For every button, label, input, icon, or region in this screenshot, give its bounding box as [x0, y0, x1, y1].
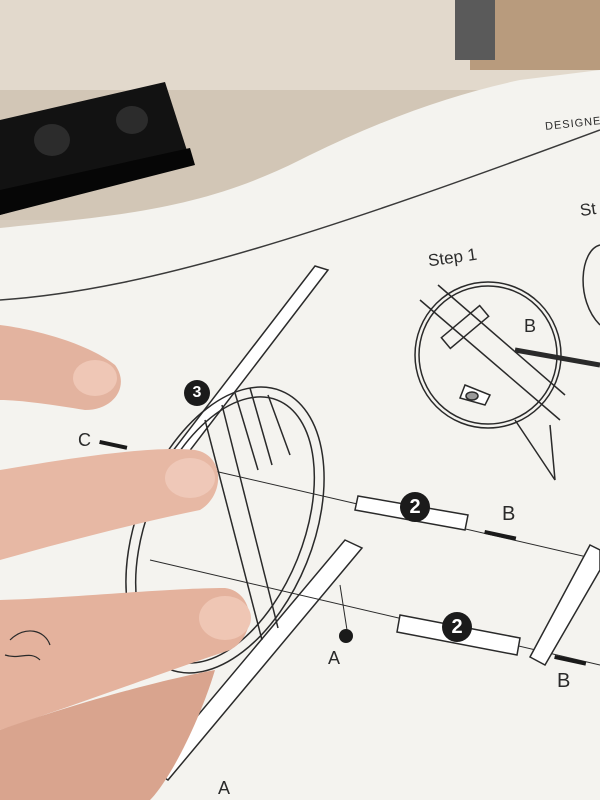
bolt-icons [99, 440, 587, 666]
step2-detail-circle-partial [582, 244, 600, 326]
hardware-label-a-mid: A [328, 648, 341, 668]
hardware-label-b-lower: B [557, 670, 571, 692]
step1-detail-circle [414, 281, 600, 481]
part-number-badge-2-upper: 2 [400, 492, 430, 522]
header-rule-line [0, 129, 600, 301]
hardware-label-b-upper: B [502, 503, 516, 525]
side-rail-right [528, 544, 600, 667]
hardware-label-c: C [78, 430, 91, 450]
hardware-label-b-inset: B [524, 316, 537, 336]
black-bracket-part [0, 82, 195, 215]
hardware-label-a-bottom: A [218, 778, 231, 798]
part-number-badge-2-lower: 2 [442, 612, 472, 642]
small-diagram-sketch [4, 630, 51, 661]
step2-title-partial: St [578, 198, 598, 221]
chair-rail [150, 265, 364, 781]
part-number-badge-3: 3 [184, 380, 210, 406]
cardboard-box [455, 0, 600, 70]
hand [0, 325, 251, 800]
